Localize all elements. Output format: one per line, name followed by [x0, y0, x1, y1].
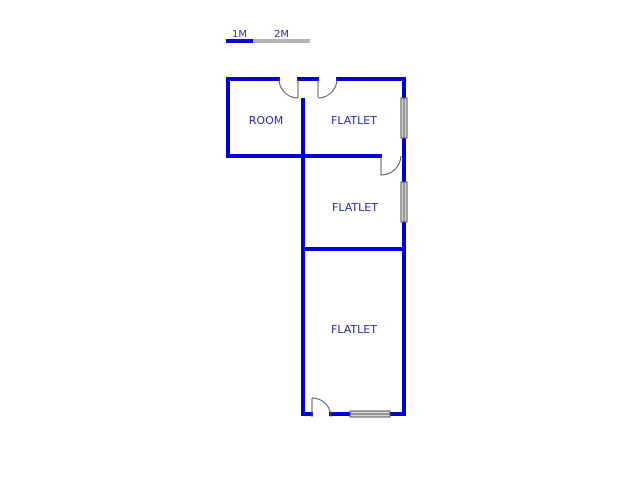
- door-flatlet-middle: [380, 155, 402, 176]
- window-bottom: [349, 410, 391, 418]
- window-right-upper: [400, 97, 408, 139]
- doors: [278, 78, 402, 418]
- room-label-flatlet-lower: FLATLET: [331, 323, 377, 336]
- room-label-flatlet-upper: FLATLET: [331, 114, 377, 127]
- scale-bar: 1M 2M: [226, 29, 310, 43]
- walls: [226, 77, 406, 416]
- window-right-middle: [400, 181, 408, 223]
- room-label-room: ROOM: [249, 114, 283, 127]
- room-labels: ROOM FLATLET FLATLET FLATLET: [249, 114, 378, 336]
- door-flatlet-top: [317, 78, 338, 99]
- door-room: [278, 78, 299, 99]
- scale-label-1m: 1M: [232, 29, 247, 40]
- door-entrance: [311, 397, 332, 418]
- windows: [349, 97, 408, 418]
- scale-label-2m: 2M: [274, 29, 289, 40]
- room-label-flatlet-middle: FLATLET: [332, 201, 378, 214]
